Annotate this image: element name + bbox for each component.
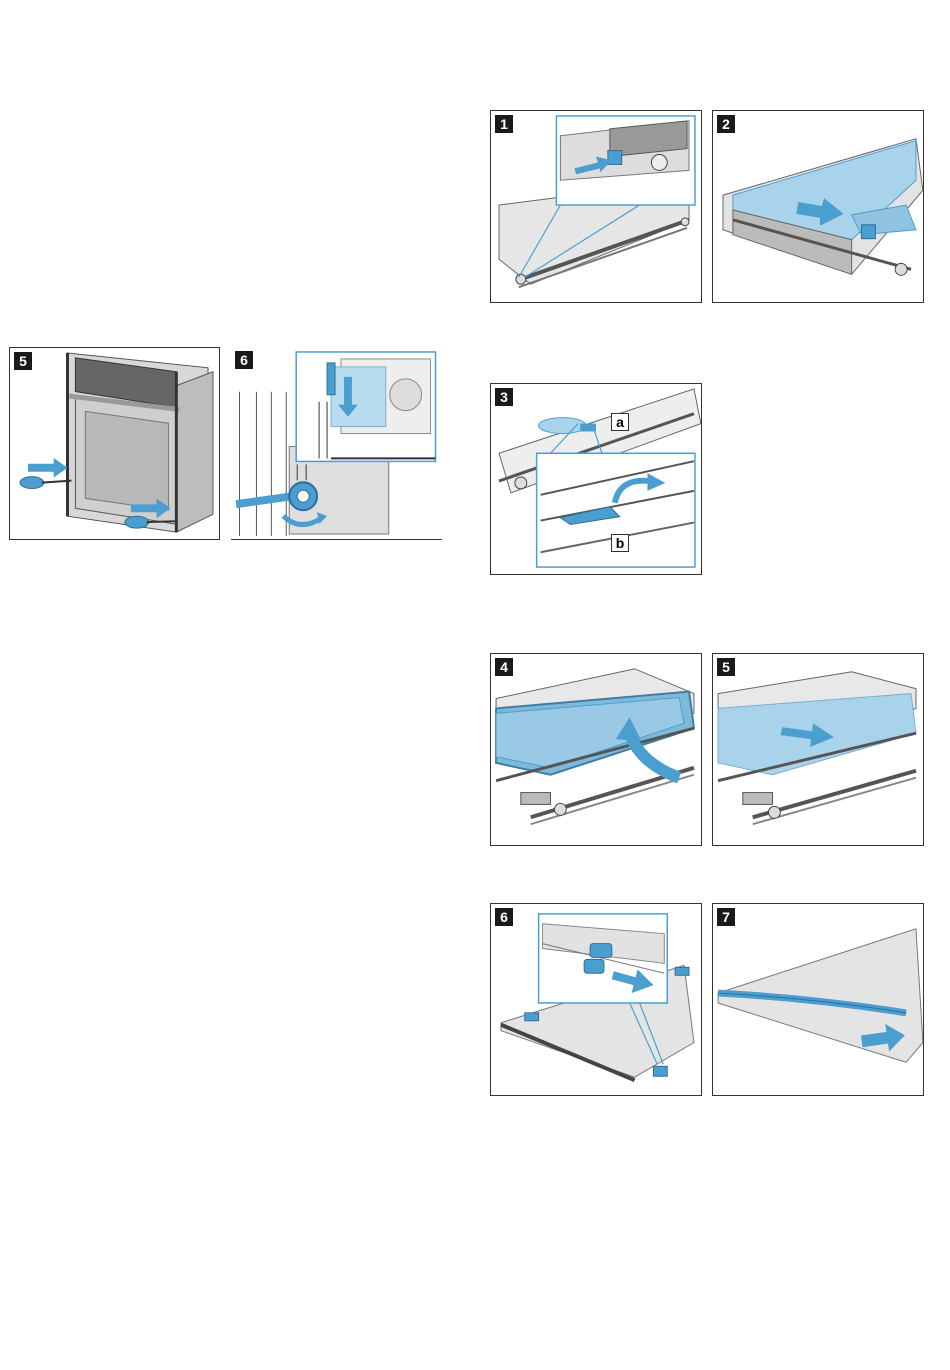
door-clip-illustration — [491, 384, 701, 574]
glass-clip-illustration — [491, 904, 701, 1095]
step-number-badge: 5 — [717, 658, 735, 676]
figure-right-step-5: 5 — [712, 653, 924, 846]
hinge-illustration — [231, 347, 442, 539]
callout-label-b: b — [611, 534, 629, 552]
step-number-badge: 3 — [495, 388, 513, 406]
door-hinge-illustration — [491, 111, 701, 302]
callout-label-a: a — [611, 413, 629, 431]
step-number-badge: 6 — [495, 908, 513, 926]
screwdriver-icon — [20, 477, 71, 489]
step-number-badge: 5 — [14, 352, 32, 370]
glass-slide-illustration — [713, 654, 923, 845]
figure-right-step-7: 7 — [712, 903, 924, 1096]
figure-left-step-5: 5 — [9, 347, 220, 540]
step-number-badge: 4 — [495, 658, 513, 676]
glass-lift-illustration — [491, 654, 701, 845]
figure-right-step-3: 3 a b — [490, 383, 702, 575]
figure-right-step-6: 6 — [490, 903, 702, 1096]
glass-pane-illustration — [713, 111, 923, 302]
step-number-badge: 6 — [235, 351, 253, 369]
figure-left-step-6: 6 — [231, 347, 442, 540]
seal-removal-illustration — [713, 904, 923, 1095]
step-number-badge: 7 — [717, 908, 735, 926]
figure-right-step-2: 2 — [712, 110, 924, 303]
figure-right-step-1: 1 — [490, 110, 702, 303]
step-number-badge: 1 — [495, 115, 513, 133]
step-number-badge: 2 — [717, 115, 735, 133]
figure-right-step-4: 4 — [490, 653, 702, 846]
oven-front-illustration — [10, 348, 219, 539]
arrow-icon — [28, 458, 68, 478]
